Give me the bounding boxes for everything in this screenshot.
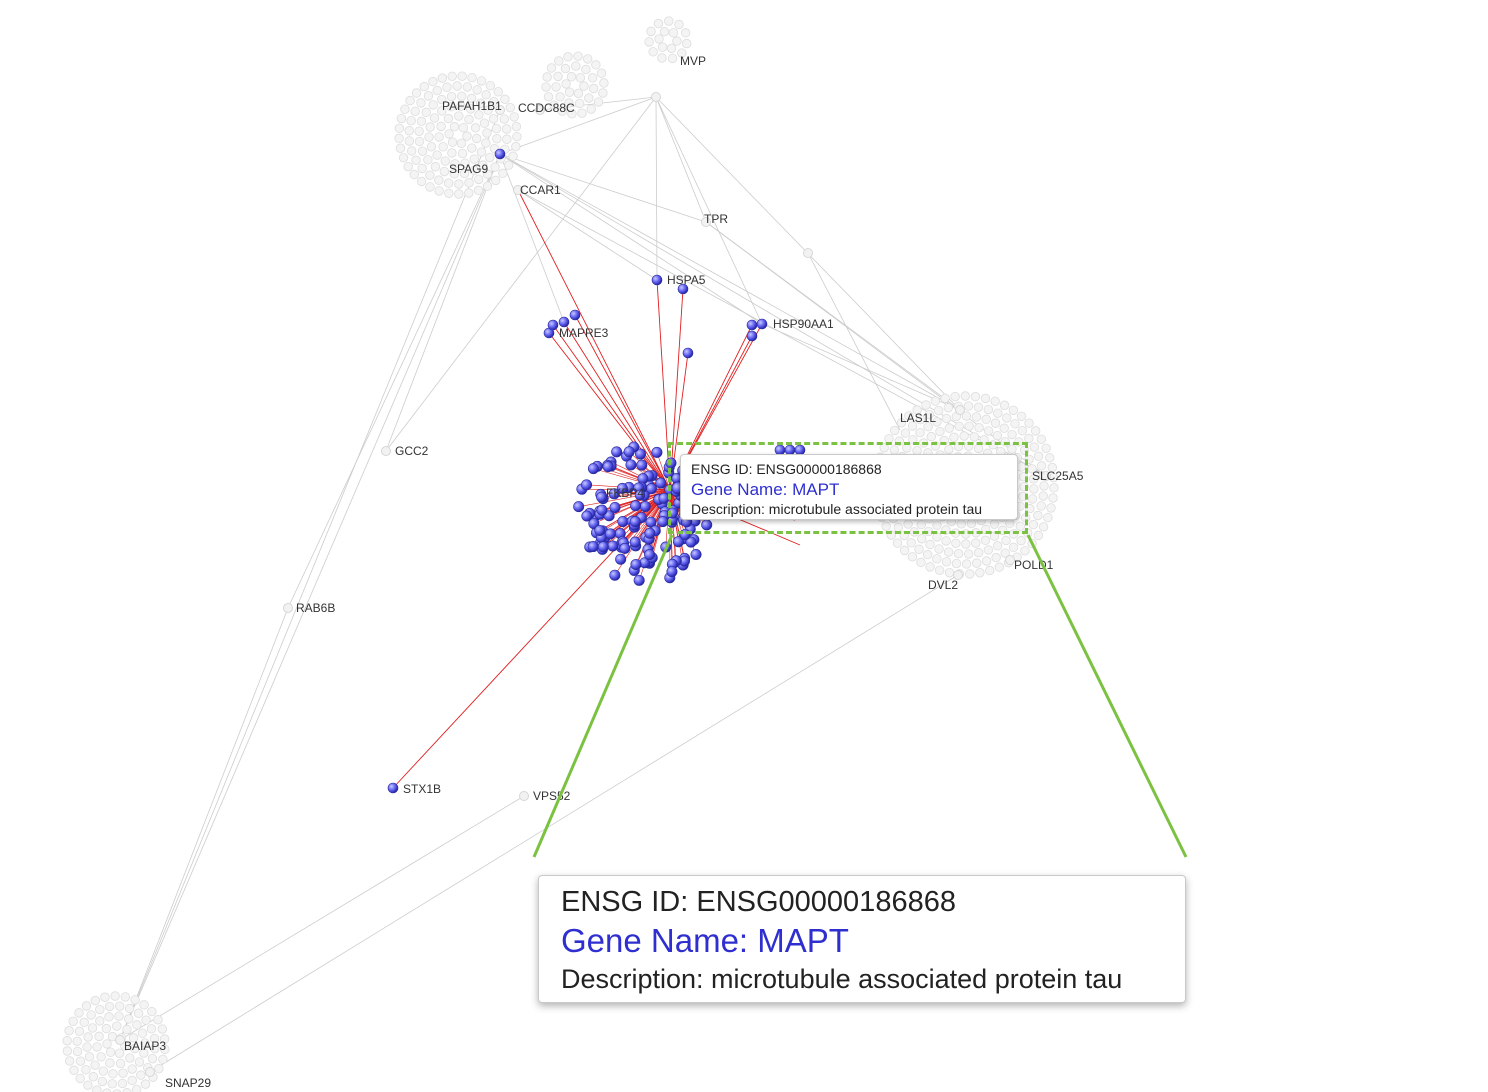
node-label-baiap3: BAIAP3 [124,1039,166,1053]
gene-node[interactable] [657,516,669,528]
tooltip-gene-name: Gene Name: MAPT [691,480,840,499]
node-label-dvl2: DVL2 [928,578,958,592]
tooltip-ensg-id: ENSG ID: ENSG00000186868 [691,461,882,477]
node-label-mapre3: MAPRE3 [559,326,609,340]
gene-node-mapre3[interactable] [558,316,570,328]
gene-node[interactable] [629,536,641,548]
tooltip-description: Description: microtubule associated prot… [691,501,983,517]
node-label-hsp90aa1: HSP90AA1 [773,317,834,331]
gene-node[interactable] [611,446,623,458]
gene-node[interactable] [573,501,585,513]
gene-node-fkbp4[interactable] [634,489,646,501]
gene-node[interactable] [655,477,667,489]
gene-node[interactable] [587,541,599,553]
gene-node[interactable] [690,548,702,560]
gene-node[interactable] [617,516,629,528]
tooltip-zoomed-gene-name: Gene Name: MAPT [561,922,849,959]
gene-node[interactable] [597,541,609,553]
node-label-vps52: VPS52 [533,789,571,803]
node-label-ccar1: CCAR1 [520,183,561,197]
node-label-pold1: POLD1 [1014,558,1054,572]
gene-node[interactable] [623,446,635,458]
node-label-snap29: SNAP29 [165,1076,211,1090]
node-label-spag9: SPAG9 [449,162,488,176]
node-label-ccdc88c: CCDC88C [518,101,575,115]
gene-node[interactable] [636,459,648,471]
gene-node-stx1b[interactable] [387,782,399,794]
gene-node[interactable] [682,347,694,359]
node-label-pafah1b1: PAFAH1B1 [442,99,502,113]
gene-node-spag9[interactable] [494,148,506,160]
hub-clusters [62,16,1059,1092]
gray-edges [119,96,1047,1073]
node-tooltip: ENSG ID: ENSG00000186868 Gene Name: MAPT… [680,454,1018,520]
gene-node[interactable] [630,500,642,512]
gene-node[interactable] [633,574,645,586]
node-label-rab6b: RAB6B [296,601,335,615]
node-label-mvp: MVP [680,54,706,68]
gene-node[interactable] [630,558,642,570]
gene-node[interactable] [634,448,646,460]
gene-node[interactable] [609,501,621,513]
gene-node[interactable] [596,491,608,503]
gene-node[interactable] [677,283,689,295]
gene-node[interactable] [615,553,627,565]
gene-node[interactable] [581,479,593,491]
gene-node[interactable] [547,319,559,331]
gene-node[interactable] [616,482,628,494]
gene-node[interactable] [746,330,758,342]
gene-node[interactable] [602,461,614,473]
gene-node[interactable] [581,510,593,522]
gene-node[interactable] [625,459,637,471]
node-label-hspa5: HSPA5 [667,273,706,287]
gene-node[interactable] [651,446,663,458]
gene-node[interactable] [644,527,656,539]
gene-node[interactable] [746,319,758,331]
zoom-callout-lines [532,534,1188,858]
gene-node[interactable] [596,504,608,516]
zoom-region-box [668,442,1028,534]
node-label-stx1b: STX1B [403,782,441,796]
gene-node[interactable] [639,500,651,512]
gene-node[interactable] [609,569,621,581]
gene-node[interactable] [666,566,678,578]
gene-node-hspa5[interactable] [651,274,663,286]
node-tooltip-zoomed: ENSG ID: ENSG00000186868 Gene Name: MAPT… [538,875,1186,1003]
tooltip-zoomed-ensg-id: ENSG ID: ENSG00000186868 [561,886,956,918]
gene-node-hsp90aa1[interactable] [756,318,768,330]
node-label-tpr: TPR [704,212,728,226]
node-label-gcc2: GCC2 [395,444,429,458]
node-label-slc25a5: SLC25A5 [1032,469,1084,483]
node-label-fkbp4: FKBP4 [606,486,644,500]
gene-node[interactable] [619,542,631,554]
gene-node[interactable] [685,536,697,548]
gene-node[interactable] [629,516,641,528]
gene-node[interactable] [672,536,684,548]
gene-node[interactable] [604,528,616,540]
gene-node[interactable] [569,309,581,321]
gene-node[interactable] [594,524,606,536]
node-label-las1l: LAS1L [900,411,936,425]
tooltip-zoomed-description: Description: microtubule associated prot… [561,964,1123,994]
gene-node[interactable] [608,488,620,500]
gene-node[interactable] [587,463,599,475]
gene-node[interactable] [607,540,619,552]
gene-node[interactable] [644,549,656,561]
